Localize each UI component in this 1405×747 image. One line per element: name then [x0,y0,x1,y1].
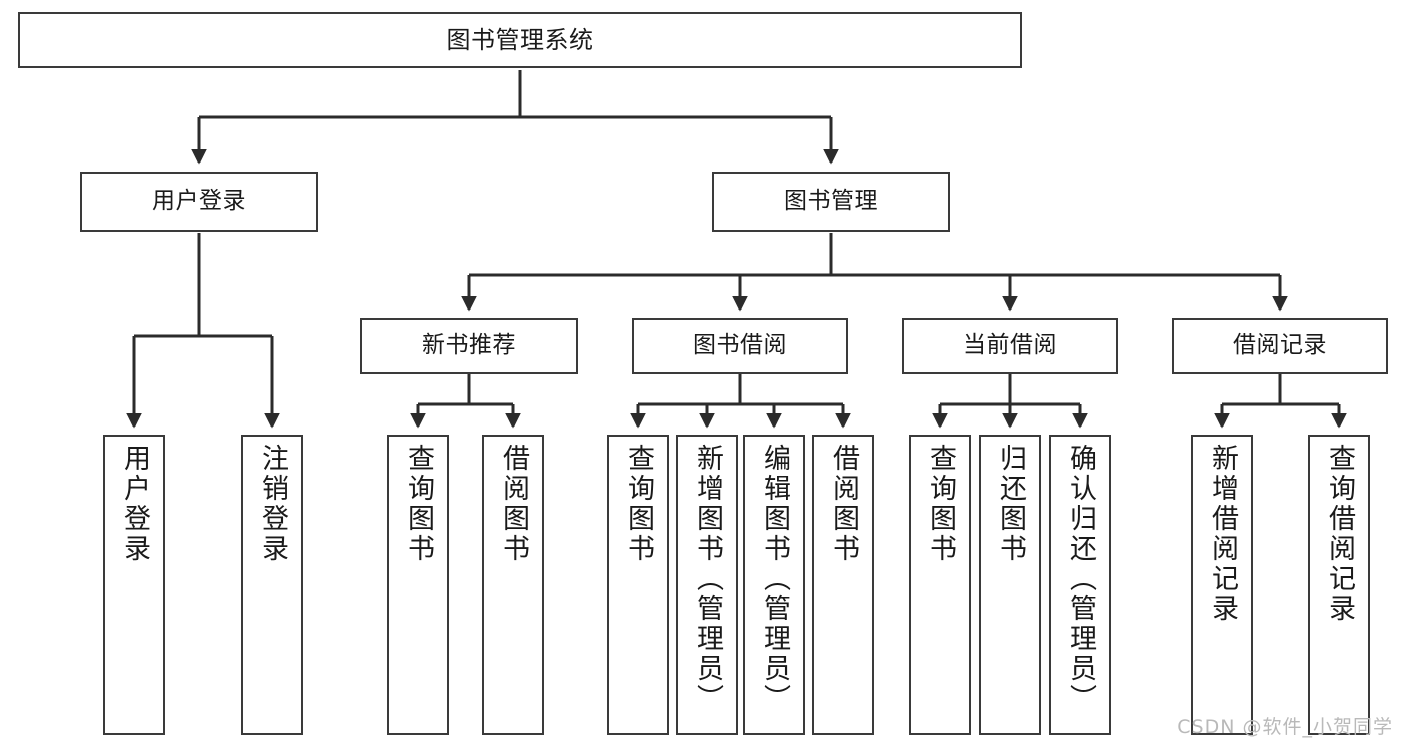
node-label: 当前借阅 [963,332,1057,359]
node-label: 归还图书 [995,444,1027,564]
node-leaf-user-logout[interactable]: 注销登录 [241,435,303,735]
node-user-login[interactable]: 用户登录 [80,172,318,232]
node-label: 借阅记录 [1233,332,1327,359]
node-label: 查询图书 [925,444,957,564]
node-label: 用户登录 [152,188,246,215]
node-label: 新增图书（管理员） [692,444,724,714]
node-leaf-edit-book[interactable]: 编辑图书（管理员） [743,435,805,735]
node-label: 新书推荐 [422,332,516,359]
node-label: 查询图书 [623,444,655,564]
node-label: 编辑图书（管理员） [759,444,791,714]
node-book-manage[interactable]: 图书管理 [712,172,950,232]
csdn-watermark: CSDN @软件_小贺同学 [1177,716,1393,738]
node-borrow-record[interactable]: 借阅记录 [1172,318,1388,374]
node-label: 借阅图书 [498,444,530,564]
node-book-borrow[interactable]: 图书借阅 [632,318,848,374]
node-leaf-query-book-1[interactable]: 查询图书 [387,435,449,735]
node-leaf-query-book-2[interactable]: 查询图书 [607,435,669,735]
node-leaf-add-book[interactable]: 新增图书（管理员） [676,435,738,735]
node-label: 用户登录 [119,444,151,564]
node-leaf-borrow-book-2[interactable]: 借阅图书 [812,435,874,735]
node-current-borrow[interactable]: 当前借阅 [902,318,1118,374]
node-root-system[interactable]: 图书管理系统 [18,12,1022,68]
node-label: 查询图书 [403,444,435,564]
node-leaf-confirm-return[interactable]: 确认归还（管理员） [1049,435,1111,735]
node-leaf-query-record[interactable]: 查询借阅记录 [1308,435,1370,735]
node-label: 图书借阅 [693,332,787,359]
node-label: 图书管理系统 [446,25,594,54]
node-label: 图书管理 [784,188,878,215]
node-label: 新增借阅记录 [1207,444,1239,624]
node-leaf-borrow-book-1[interactable]: 借阅图书 [482,435,544,735]
node-leaf-query-book-3[interactable]: 查询图书 [909,435,971,735]
node-label: 注销登录 [257,444,289,564]
node-leaf-return-book[interactable]: 归还图书 [979,435,1041,735]
node-label: 借阅图书 [828,444,860,564]
node-label: 查询借阅记录 [1324,444,1356,624]
node-label: 确认归还（管理员） [1065,444,1097,714]
node-leaf-add-record[interactable]: 新增借阅记录 [1191,435,1253,735]
node-new-book-recommend[interactable]: 新书推荐 [360,318,578,374]
node-leaf-user-login[interactable]: 用户登录 [103,435,165,735]
